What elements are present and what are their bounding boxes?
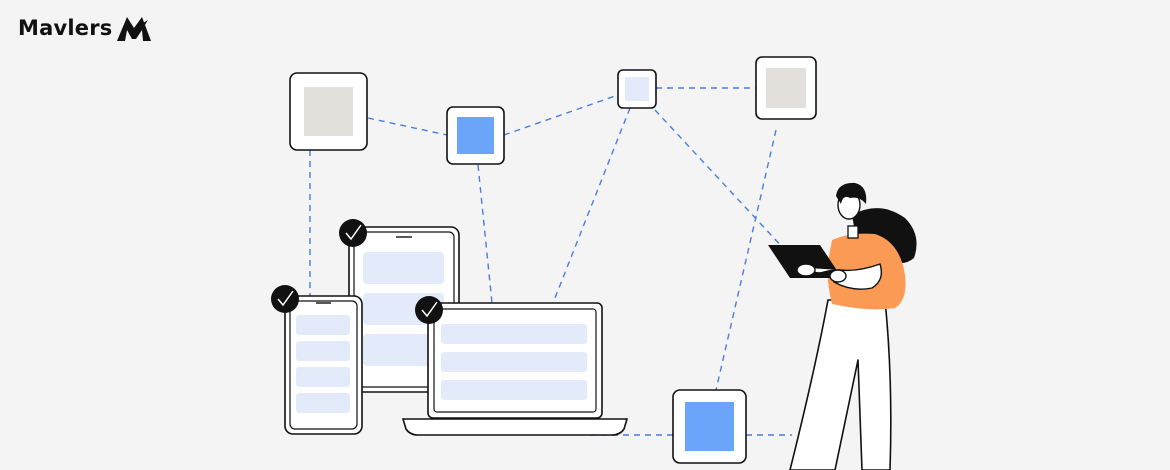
- brand-name: Mavlers: [18, 16, 113, 40]
- check-icon: [339, 219, 367, 247]
- node-light-blue-small: [617, 69, 657, 109]
- check-icon: [271, 285, 299, 313]
- node-blue-bottom: [672, 389, 747, 464]
- node-beige-right: [755, 56, 817, 120]
- node-beige-large: [289, 72, 368, 151]
- check-icon: [415, 296, 443, 324]
- node-blue: [446, 106, 505, 165]
- smartphone-icon: [284, 295, 363, 435]
- connection-lines: [309, 87, 792, 436]
- mavlers-m-logo-icon: [117, 17, 152, 41]
- brand-logo[interactable]: Mavlers: [18, 14, 152, 42]
- laptop-icon: [401, 302, 629, 436]
- person-with-tablet-icon: [768, 182, 917, 470]
